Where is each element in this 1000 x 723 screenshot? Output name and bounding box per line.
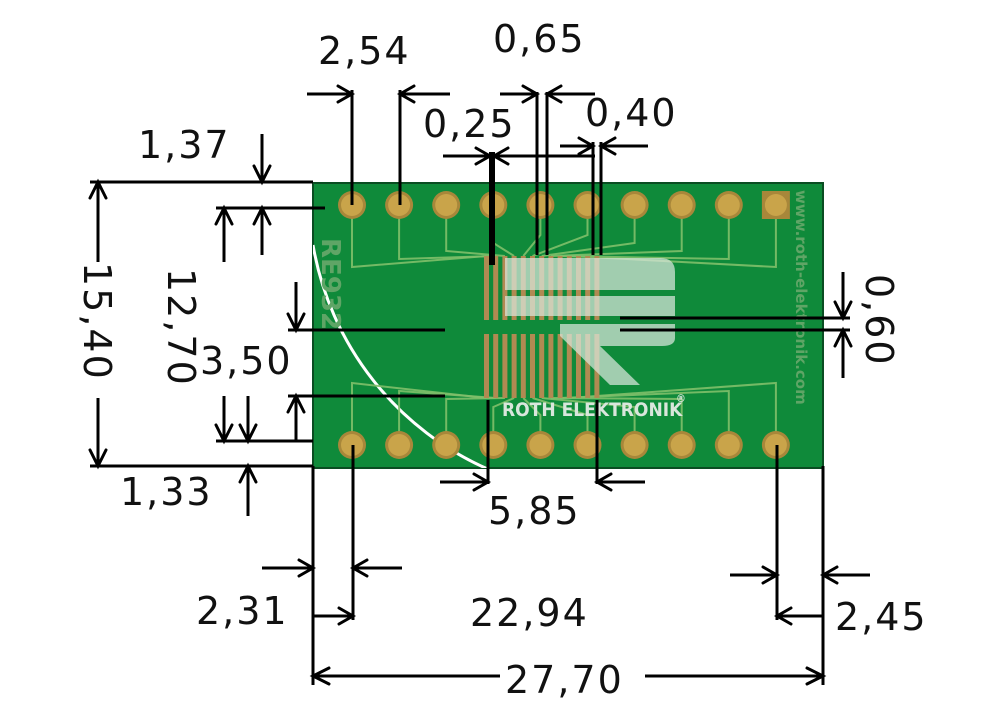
pcb-board: ROTH ELEKTRONIK ® RE932 www.roth-elektro… [312,182,824,469]
fine-pitch-pad-bottom [493,334,499,398]
dimension-lines [88,84,870,686]
fine-pitch-pad-bottom [539,334,545,398]
trace-bottom [541,397,636,433]
fine-pitch-pad-bottom [520,334,526,398]
fine-pitch-pad-bottom [530,334,535,398]
trace-bottom [550,397,683,433]
part-number: RE932 [315,238,345,330]
label-pad-field-height: 3,50 [200,339,293,383]
fine-pitch-pad-bottom [502,334,508,398]
trace-bottom [569,381,777,433]
fine-pitch-pad-bottom [548,334,554,398]
trace-bottom [532,397,589,433]
label-left-top-edge: 1,37 [138,123,231,167]
label-bottom-fine-width: 5,85 [488,489,581,533]
pad-bottom [435,434,458,456]
trace-bottom [398,389,496,433]
trace-top [541,217,636,257]
traces [351,217,777,433]
pad-top [717,194,740,216]
fine-pitch-pad-bottom [585,334,591,398]
label-left-margin: 2,31 [196,589,289,633]
label-top-fine-gap: 0,25 [423,102,516,146]
label-top-pitch: 2,54 [318,29,411,73]
pad-bottom [482,434,505,456]
roth-logo [505,258,675,385]
label-top-fine-pitch: 0,65 [493,17,586,61]
trace-top [532,217,589,257]
pad-bottom [717,434,740,456]
dimension-labels: 2,54 0,65 0,25 0,40 1,37 15,40 12,70 3,5… [75,17,928,702]
label-right-pad-height: 0,60 [857,274,901,367]
fine-pitch-pad-top [484,256,489,320]
trace-top [522,217,542,257]
label-overall-height: 15,40 [75,262,119,381]
pad-bottom [670,434,693,456]
pad-top [670,194,693,216]
trace-bottom [351,381,487,433]
pad-bottom [529,434,552,456]
trace-top [398,217,496,261]
trace-top [445,217,505,257]
fine-pitch-pad-bottom [557,334,563,398]
pad-top [623,194,646,216]
trace-bottom [492,397,515,433]
trace-bottom [560,389,730,433]
label-left-bottom-edge: 1,33 [120,470,213,514]
trace-bottom [522,397,542,433]
fine-pitch-pad-bottom [576,334,581,398]
label-top-pad-width: 0,40 [585,91,678,135]
fine-pitch-pad-bottom [484,334,489,398]
registered-mark: ® [676,392,686,405]
pad-bottom [576,434,599,456]
pad-bottom [388,434,411,456]
fine-pitch-pad-top [493,256,499,320]
pad-bottom [623,434,646,456]
logo-text: ROTH ELEKTRONIK [502,399,683,421]
label-pin-span: 22,94 [470,591,589,635]
label-row-spacing: 12,70 [159,268,203,387]
fine-pitch-pad-top [502,256,508,320]
label-overall-width: 27,70 [505,658,624,702]
pad-top [576,194,599,216]
fine-pitch-pad-bottom [566,334,572,398]
url-text: www.roth-elektronik.com [792,190,810,405]
fine-pitch-pad-bottom [511,334,517,398]
trace-top [560,217,730,261]
pad-top [435,194,458,216]
trace-top [351,217,487,269]
pad-top [764,194,787,216]
label-right-margin: 2,45 [835,595,928,639]
trace-bottom [445,397,505,433]
